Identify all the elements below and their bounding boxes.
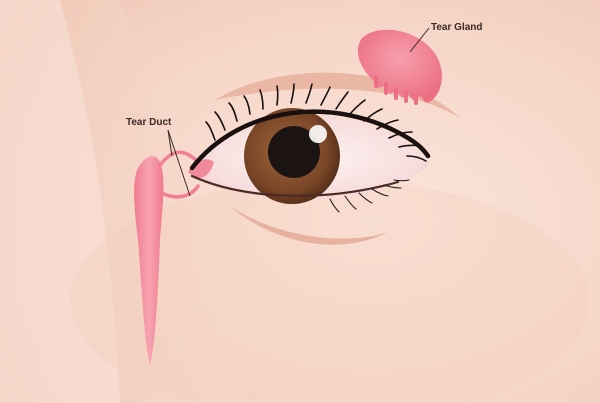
lower-eyelid-line (190, 174, 400, 197)
tear-duct-label: Tear Duct (126, 117, 172, 128)
nose-edge-highlight (0, 0, 120, 403)
pupil (268, 126, 320, 178)
tear-duct-pointer-line-upper (167, 129, 173, 157)
tear-gland-pointer-line (409, 27, 430, 53)
tear-duct-pointer-line-lower (167, 129, 191, 197)
tear-duct-canal (134, 156, 164, 365)
upper-eyelashes (205, 83, 427, 162)
tear-duct (134, 150, 200, 365)
tear-duct-lower-canaliculus (158, 184, 200, 199)
tear-gland (357, 29, 442, 105)
under-eye-shadow (228, 205, 388, 245)
lower-eyelashes (329, 179, 410, 213)
upper-eyelid-line (189, 109, 431, 171)
iris-group (244, 108, 340, 204)
tear-duct-upper-canaliculus (158, 150, 198, 167)
tear-gland-label: Tear Gland (431, 22, 483, 33)
cheek-shadow (70, 180, 590, 403)
tear-gland-ducts (374, 76, 418, 105)
eye-highlight (309, 125, 327, 143)
tear-gland-shape (357, 29, 442, 104)
eye (188, 83, 431, 213)
